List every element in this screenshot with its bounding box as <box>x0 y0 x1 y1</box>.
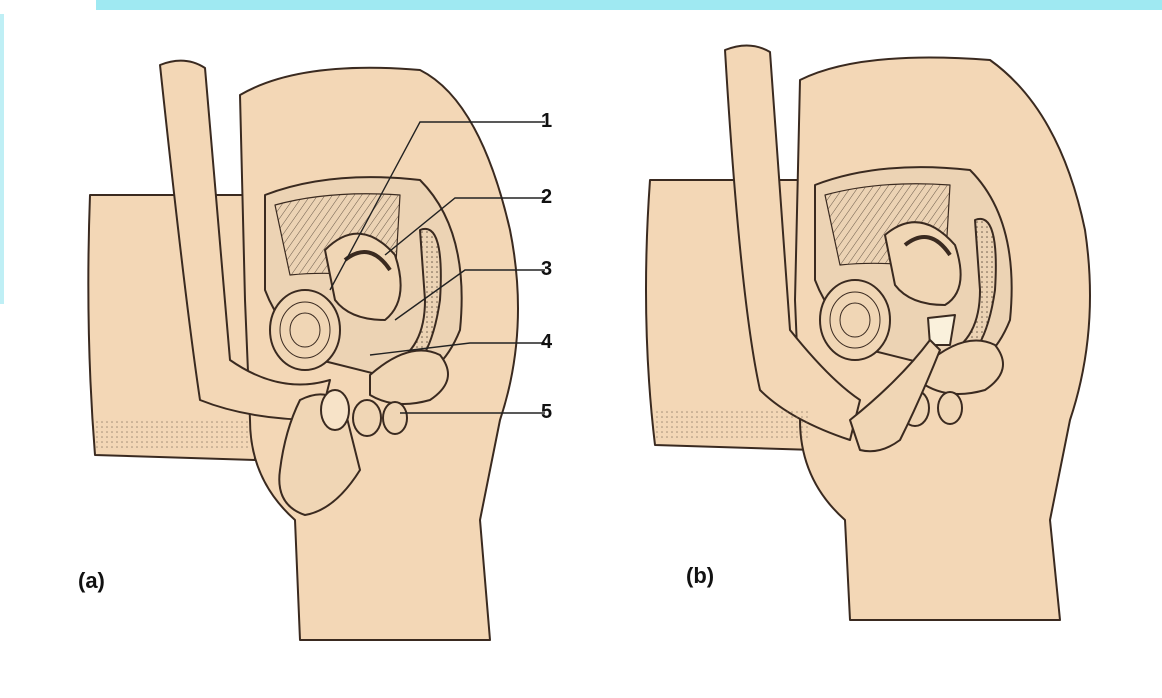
label-4: 4 <box>541 331 552 354</box>
panel-a-drawing <box>88 61 518 640</box>
panel-b-drawing <box>646 45 1090 620</box>
panel-b-shading <box>655 410 810 440</box>
panel-a-shading <box>95 420 250 450</box>
label-5: 5 <box>541 401 552 424</box>
caption-a: (a) <box>78 568 105 594</box>
label-2: 2 <box>541 186 552 209</box>
label-3: 3 <box>541 258 552 281</box>
caption-b: (b) <box>686 563 714 589</box>
label-1: 1 <box>541 110 552 133</box>
